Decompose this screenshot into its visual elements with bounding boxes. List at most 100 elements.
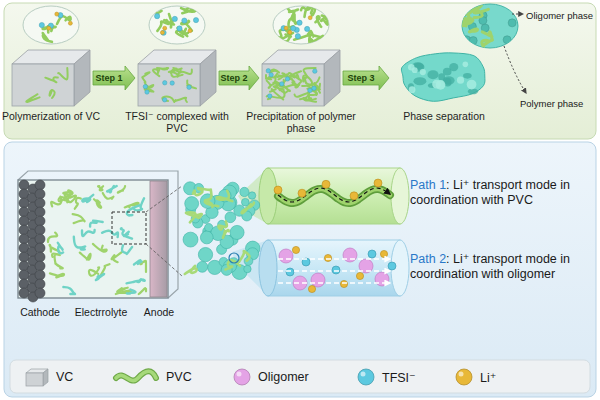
polymer-domain xyxy=(240,187,249,196)
li-ion xyxy=(356,272,363,279)
zoom-inset xyxy=(273,6,329,44)
cube-face xyxy=(12,64,74,106)
li-ion xyxy=(340,280,347,287)
cathode-particle xyxy=(19,270,29,280)
step-arrow xyxy=(93,66,135,90)
pvc-chain xyxy=(75,198,81,209)
pvc-chain xyxy=(94,199,101,208)
tfsi-ion xyxy=(143,84,147,88)
tfsi-ion xyxy=(286,268,294,276)
zoom-inset xyxy=(149,6,205,44)
oligomer-pore xyxy=(463,73,472,79)
polymer-phase xyxy=(401,53,485,101)
tfsi-ion xyxy=(332,266,340,274)
li-ion xyxy=(68,21,72,25)
pvc-chain xyxy=(270,70,280,73)
zoom-inset xyxy=(23,6,79,44)
cathode-particle xyxy=(35,234,45,244)
pvc-chain xyxy=(217,191,233,201)
pvc-chain xyxy=(305,6,315,16)
li-ion xyxy=(288,30,292,34)
process-stage: TFSI⁻ complexed with PVC xyxy=(138,50,216,106)
pvc-chain xyxy=(278,189,390,203)
part-label: Anode xyxy=(134,305,184,320)
cube-face xyxy=(138,64,200,106)
legend-swatch xyxy=(356,367,376,387)
legend-swatch xyxy=(232,367,252,387)
cube-face xyxy=(262,64,324,106)
pvc-chain xyxy=(98,186,103,190)
polymer-domain xyxy=(467,80,477,90)
cell-frame xyxy=(18,180,168,298)
pvc-chain xyxy=(74,237,85,250)
cathode-particle xyxy=(35,243,45,253)
cube-face xyxy=(324,50,340,106)
oligomer-pore xyxy=(449,63,458,71)
tfsi-ion xyxy=(312,86,316,90)
inset-content xyxy=(273,6,329,44)
polymer-domain xyxy=(185,197,199,211)
tfsi-ion xyxy=(291,26,296,31)
li-ion xyxy=(324,254,331,261)
pvc-chain xyxy=(121,228,132,239)
chain-outline xyxy=(116,371,156,380)
legend-cube xyxy=(24,367,50,387)
part-label: Cathode xyxy=(10,305,70,320)
cathode-particle xyxy=(35,279,45,289)
path-text: Path 2 xyxy=(410,252,446,267)
li-ion xyxy=(292,246,299,253)
pvc-chain xyxy=(58,68,67,80)
polymer-domain xyxy=(218,220,226,228)
phase-pointer xyxy=(504,46,526,93)
tfsi-ion xyxy=(388,262,396,270)
cell-frame-back xyxy=(18,171,178,298)
tfsi-ion xyxy=(155,14,160,19)
pvc-chain xyxy=(134,260,142,264)
step-arrow xyxy=(219,66,259,90)
pvc-chain xyxy=(127,205,140,215)
legend-text: TFSI⁻ xyxy=(382,370,416,385)
pvc-chain xyxy=(175,98,187,102)
legend-text: Oligomer xyxy=(258,370,309,384)
path-text: : Li⁺ transport mode in coordination wit… xyxy=(410,178,592,208)
pvc-chain xyxy=(242,203,254,214)
pvc-chain xyxy=(43,27,50,33)
polymer-domain xyxy=(198,247,212,261)
pvc-chain xyxy=(195,214,202,218)
li-ion xyxy=(188,29,192,33)
li-ion xyxy=(284,26,288,30)
oligomer-pore xyxy=(503,36,511,44)
polymer-domain xyxy=(457,77,464,84)
zoom-marker xyxy=(229,253,239,263)
polymer-domain xyxy=(248,192,255,199)
tfsi-ion xyxy=(308,88,312,92)
polymer-domain xyxy=(420,69,426,75)
pvc-chain xyxy=(292,12,296,23)
tfsi-ion xyxy=(187,85,191,89)
legend-text: PVC xyxy=(166,370,192,384)
swatch-highlight xyxy=(237,372,242,377)
step-label: Step 1 xyxy=(95,73,122,83)
pvc-chain xyxy=(50,273,64,277)
tfsi-ion xyxy=(305,26,310,31)
cathode-particle xyxy=(35,261,45,271)
pvc-chain xyxy=(280,30,293,40)
cathode-particle xyxy=(35,207,45,217)
cathode-particle xyxy=(19,252,29,262)
transport-arrow xyxy=(278,270,390,271)
legend-item: Oligomer xyxy=(232,366,309,388)
pvc-chain xyxy=(469,29,477,32)
polymer-domain xyxy=(241,198,249,206)
tfsi-ion xyxy=(313,69,317,73)
tfsi-ion xyxy=(266,69,270,73)
pvc-chain xyxy=(127,281,140,284)
pvc-chain xyxy=(118,186,125,193)
polymer-domain xyxy=(197,261,208,272)
swatch-ball xyxy=(358,369,374,385)
pvc-chain xyxy=(90,220,103,226)
pvc-chain xyxy=(82,195,93,202)
pvc-chain xyxy=(51,197,61,207)
pvc-chain xyxy=(482,32,492,40)
polymer-domain xyxy=(244,265,251,272)
